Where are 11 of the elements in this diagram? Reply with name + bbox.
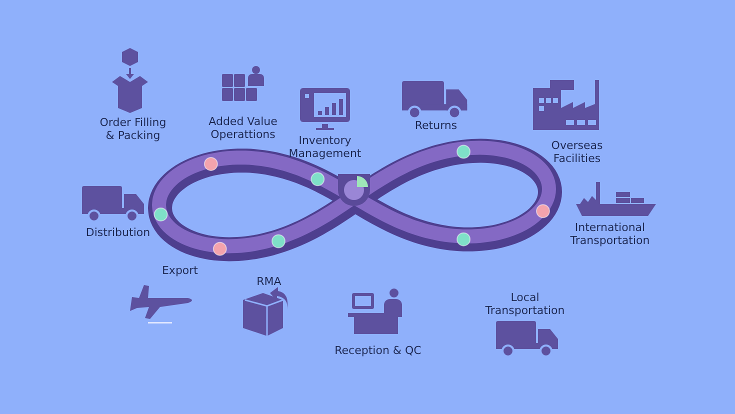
stage-label: Overseas Facilities — [550, 139, 604, 165]
stage-label: Inventory Management — [288, 134, 362, 160]
stage-label: Local Transportation — [484, 291, 566, 317]
stage-label: Returns — [414, 119, 458, 132]
stage-label: Distribution — [84, 226, 152, 239]
stage-label: Reception & QC — [334, 344, 422, 357]
stage-label: RMA — [256, 275, 282, 288]
stage-label: International Transportation — [569, 221, 651, 247]
stage-label: Export — [160, 264, 199, 277]
stage-label: Order Filling & Packing — [98, 116, 168, 142]
stage-label: Added Value Operattions — [208, 115, 278, 141]
